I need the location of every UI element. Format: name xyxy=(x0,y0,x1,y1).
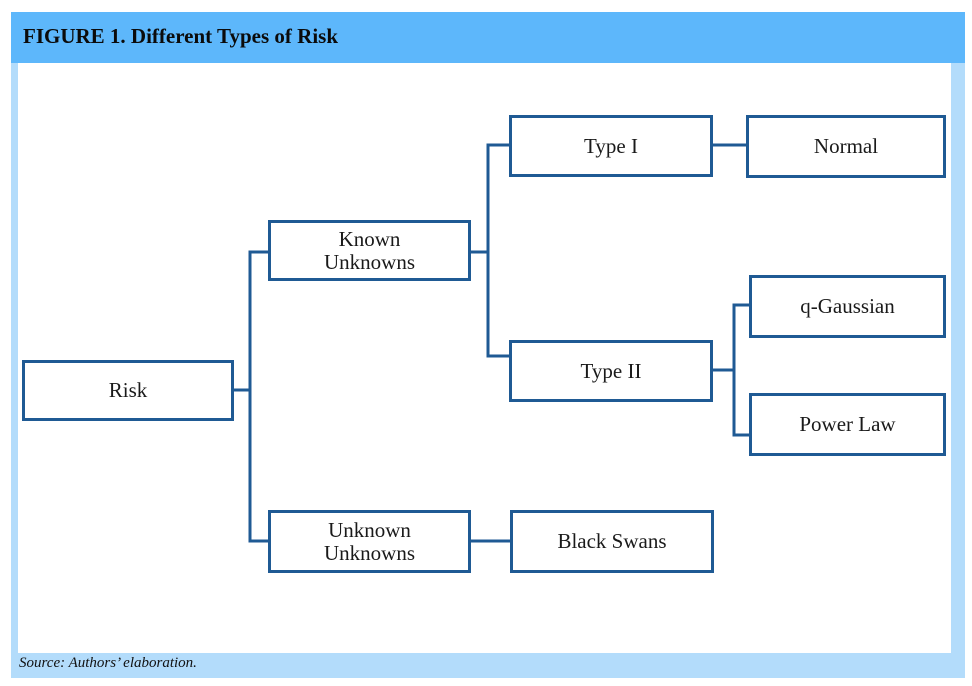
node-unknown-unknowns: Unknown Unknowns xyxy=(268,510,471,573)
node-known-unknowns: Known Unknowns xyxy=(268,220,471,281)
node-risk: Risk xyxy=(22,360,234,421)
node-type-2: Type II xyxy=(509,340,713,402)
node-black-swans: Black Swans xyxy=(510,510,714,573)
node-type-1: Type I xyxy=(509,115,713,177)
figure-title: FIGURE 1. Different Types of Risk xyxy=(23,24,338,48)
figure-header xyxy=(11,12,965,63)
node-normal: Normal xyxy=(746,115,946,178)
node-q-gaussian: q-Gaussian xyxy=(749,275,946,338)
node-power-law: Power Law xyxy=(749,393,946,456)
figure-source-note: Source: Authors’ elaboration. xyxy=(19,655,197,671)
